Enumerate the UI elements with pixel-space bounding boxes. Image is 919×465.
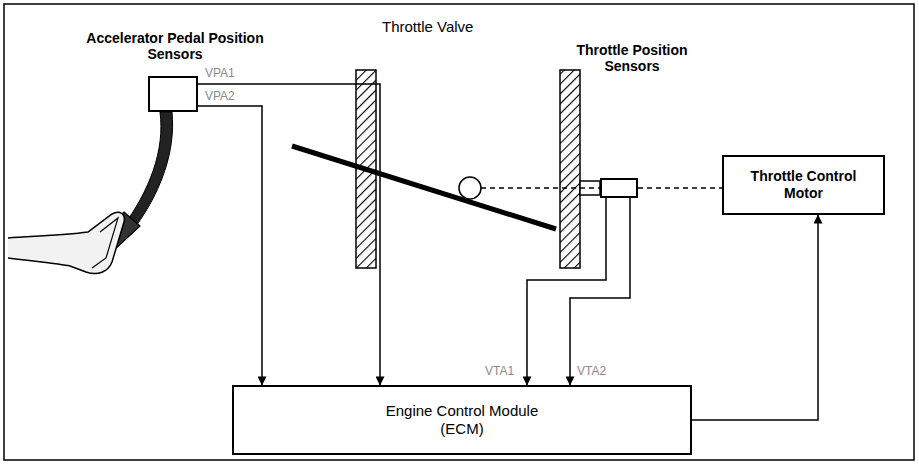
- part-label: Throttle Valve: [382, 18, 473, 35]
- signal-wire: [527, 198, 606, 385]
- signal-wire: [198, 84, 380, 385]
- shoe: [8, 212, 124, 273]
- throttle-sensor: Throttle Position Sensors: [600, 178, 638, 198]
- throttle-pivot: [459, 177, 481, 199]
- signal-wire: [692, 215, 818, 420]
- signal-name: VTA1: [484, 364, 515, 378]
- shoe-sole: [92, 218, 118, 268]
- throttle-shaft: [481, 187, 600, 189]
- box-text: Throttle Control Motor: [744, 168, 864, 202]
- signal-name: VPA1: [204, 66, 236, 80]
- sensor-heading: Accelerator Pedal Position Sensors: [85, 30, 265, 62]
- shaft-link: [638, 187, 722, 189]
- throttle-body-wall: [560, 70, 580, 268]
- pedal-arm: [122, 112, 173, 234]
- sensor-heading: Throttle Position Sensors: [557, 42, 707, 74]
- frame-border: [4, 4, 914, 460]
- pedal-sensor: Accelerator Pedal Position Sensors: [148, 76, 198, 112]
- signal-name: VTA2: [576, 364, 607, 378]
- signal-wire: [570, 198, 630, 385]
- box-text: Engine Control Module (ECM): [382, 402, 542, 438]
- signal-wire: [198, 106, 262, 385]
- process-box: Engine Control Module (ECM): [232, 385, 692, 455]
- process-box: Throttle Control Motor: [722, 155, 885, 215]
- throttle-plate: [292, 146, 556, 229]
- signal-name: VPA2: [204, 89, 236, 103]
